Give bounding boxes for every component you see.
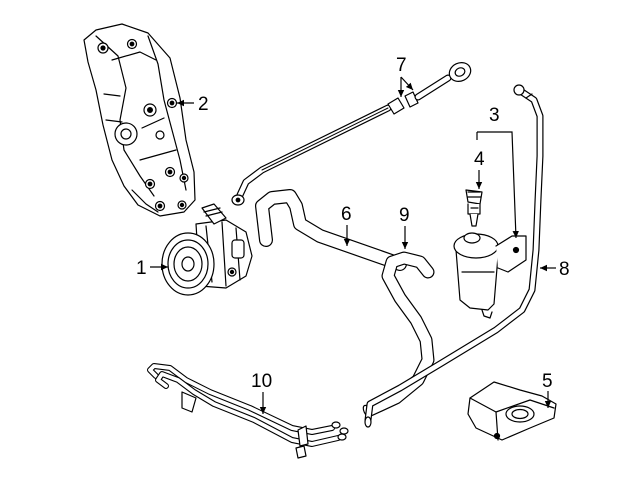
reservoir-cover-drawing	[467, 381, 557, 441]
callout-3: 3	[489, 105, 500, 126]
callout-10: 10	[251, 371, 272, 392]
callout-5: 5	[542, 371, 553, 392]
power-steering-pump-drawing	[161, 203, 253, 296]
cooler-lines-drawing	[147, 363, 349, 459]
reservoir-assembly-drawing	[453, 232, 527, 319]
callout-9: 9	[399, 205, 410, 226]
pump-mounting-bracket-drawing	[83, 23, 196, 217]
callout-2: 2	[198, 94, 209, 115]
supply-hose-drawing	[255, 189, 407, 271]
callout-7: 7	[396, 55, 407, 76]
callout-7-leader	[397, 76, 414, 97]
callout-8: 8	[559, 259, 570, 280]
callout-6: 6	[341, 204, 352, 225]
reservoir-cap-drawing	[465, 189, 483, 227]
callout-1: 1	[136, 258, 147, 279]
pressure-line-drawing	[231, 62, 472, 206]
callout-3-leader	[476, 131, 519, 239]
return-line-drawing	[364, 84, 544, 428]
callout-4: 4	[474, 149, 485, 170]
